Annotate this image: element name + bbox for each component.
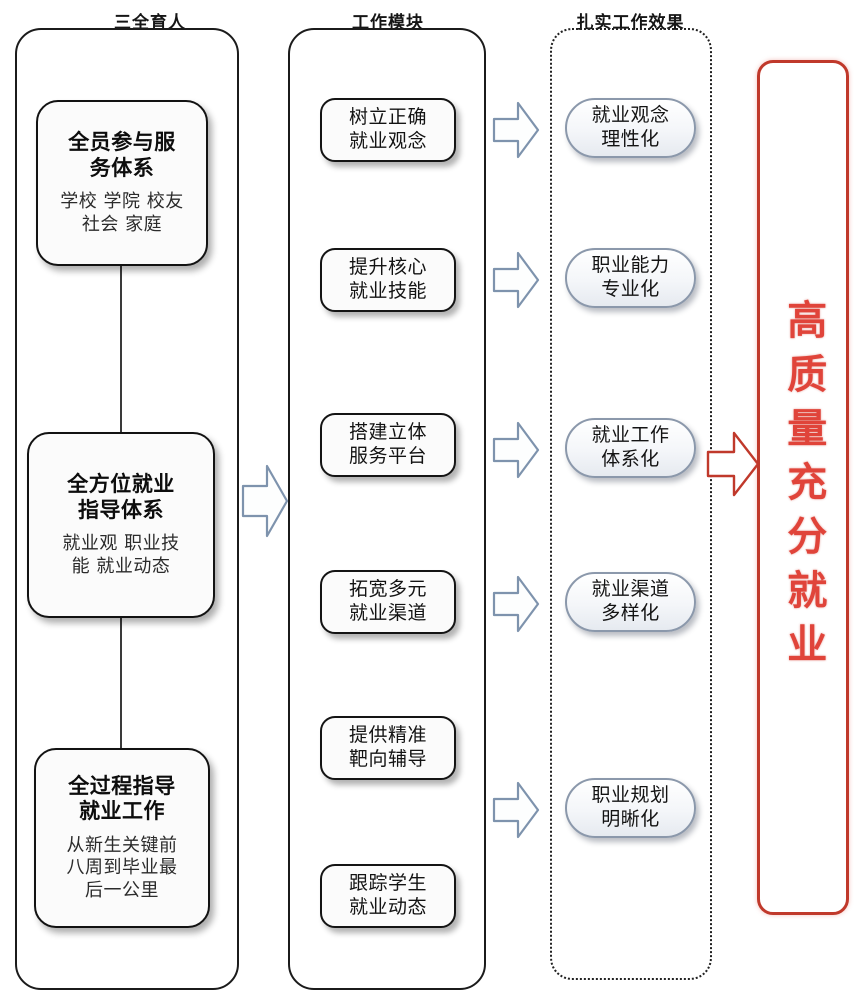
- column-container-effects: [550, 28, 712, 980]
- arrow-module-5-to-effect-5-icon: [492, 781, 540, 839]
- effect-pill-1-text: 就业观念 理性化: [591, 104, 669, 152]
- module-box-4-line-1: 拓宽多元: [348, 578, 427, 601]
- effect-pill-3-line-2: 体系化: [601, 448, 660, 470]
- effect-pill-3-line-1: 就业工作: [591, 424, 670, 447]
- system-card-3-title: 全过程指导 就业工作: [68, 774, 176, 825]
- connector-system-1-2: [120, 263, 122, 433]
- module-box-3-line-2: 服务平台: [348, 445, 427, 467]
- module-box-5-text: 提供精准 靶向辅导: [349, 724, 427, 772]
- effect-pill-4[interactable]: 就业渠道 多样化: [565, 572, 696, 632]
- system-card-2-title-line-1: 全方位就业: [67, 471, 175, 496]
- effect-pill-1-line-2: 理性化: [601, 128, 660, 150]
- system-card-2-title-line-2: 指导体系: [78, 497, 164, 522]
- effect-pill-5-line-2: 明晰化: [601, 808, 660, 830]
- module-box-2-line-1: 提升核心: [348, 256, 427, 279]
- arrow-systems-to-modules-icon: [241, 464, 289, 538]
- effect-pill-5-text: 职业规划 明晰化: [591, 784, 669, 832]
- effect-pill-2-line-2: 专业化: [601, 278, 660, 300]
- module-box-5-line-1: 提供精准: [348, 724, 427, 747]
- goal-panel[interactable]: 高质量充分就业: [757, 60, 849, 915]
- system-card-2-subtitle: 就业观 职业技 能 就业动态: [62, 533, 179, 578]
- effect-pill-2-text: 职业能力 专业化: [591, 254, 669, 302]
- system-card-3-sub-line-3: 后一公里: [85, 879, 159, 901]
- arrow-effects-to-goal-icon: [706, 431, 760, 497]
- arrow-module-4-to-effect-4-icon: [492, 575, 540, 633]
- effect-pill-4-text: 就业渠道 多样化: [591, 578, 669, 626]
- system-card-1-subtitle: 学校 学院 校友 社会 家庭: [60, 191, 183, 236]
- module-box-6-line-2: 就业动态: [348, 896, 427, 918]
- arrow-module-3-to-effect-3-icon: [492, 421, 540, 479]
- module-box-4-text: 拓宽多元 就业渠道: [349, 578, 427, 626]
- system-card-1-title-line-1: 全员参与服: [68, 129, 176, 154]
- module-box-2-line-2: 就业技能: [348, 280, 427, 302]
- module-box-2-text: 提升核心 就业技能: [349, 256, 427, 304]
- effect-pill-2-line-1: 职业能力: [591, 254, 670, 277]
- system-card-1[interactable]: 全员参与服 务体系 学校 学院 校友 社会 家庭: [36, 100, 208, 266]
- system-card-1-title: 全员参与服 务体系: [68, 130, 176, 181]
- arrow-module-1-to-effect-1-icon: [492, 101, 540, 159]
- effect-pill-2[interactable]: 职业能力 专业化: [565, 248, 696, 308]
- column-container-modules: [288, 28, 486, 990]
- module-box-6-line-1: 跟踪学生: [348, 872, 427, 895]
- effect-pill-1[interactable]: 就业观念 理性化: [565, 98, 696, 158]
- system-card-1-title-line-2: 务体系: [89, 155, 155, 180]
- module-box-4-line-2: 就业渠道: [348, 602, 427, 624]
- connector-system-2-3: [120, 618, 122, 748]
- effect-pill-1-line-1: 就业观念: [591, 104, 670, 127]
- module-box-3-text: 搭建立体 服务平台: [349, 421, 427, 469]
- module-box-2[interactable]: 提升核心 就业技能: [320, 248, 456, 312]
- module-box-1[interactable]: 树立正确 就业观念: [320, 98, 456, 162]
- module-box-1-line-2: 就业观念: [348, 130, 427, 152]
- system-card-2-sub-line-1: 就业观 职业技: [62, 533, 180, 555]
- module-box-3-line-1: 搭建立体: [348, 421, 427, 444]
- effect-pill-5-line-1: 职业规划: [591, 784, 670, 807]
- effect-pill-3-text: 就业工作 体系化: [591, 424, 669, 472]
- system-card-2[interactable]: 全方位就业 指导体系 就业观 职业技 能 就业动态: [27, 432, 215, 618]
- arrow-module-2-to-effect-2-icon: [492, 251, 540, 309]
- system-card-3-subtitle: 从新生关键前 八周到毕业最 后一公里: [67, 835, 178, 903]
- module-box-3[interactable]: 搭建立体 服务平台: [320, 413, 456, 477]
- effect-pill-3[interactable]: 就业工作 体系化: [565, 418, 696, 478]
- system-card-3-sub-line-2: 八周到毕业最: [66, 857, 178, 879]
- effect-pill-4-line-2: 多样化: [601, 602, 660, 624]
- module-box-1-line-1: 树立正确: [348, 106, 427, 129]
- system-card-3[interactable]: 全过程指导 就业工作 从新生关键前 八周到毕业最 后一公里: [34, 748, 210, 928]
- module-box-5-line-2: 靶向辅导: [348, 748, 427, 770]
- system-card-3-title-line-1: 全过程指导: [68, 773, 176, 798]
- module-box-1-text: 树立正确 就业观念: [349, 106, 427, 154]
- module-box-6[interactable]: 跟踪学生 就业动态: [320, 864, 456, 928]
- effect-pill-4-line-1: 就业渠道: [591, 578, 670, 601]
- goal-panel-text: 高质量充分就业: [780, 298, 827, 677]
- module-box-6-text: 跟踪学生 就业动态: [349, 872, 427, 920]
- effect-pill-5[interactable]: 职业规划 明晰化: [565, 778, 696, 838]
- system-card-3-title-line-2: 就业工作: [79, 799, 165, 824]
- system-card-1-sub-line-2: 社会 家庭: [81, 213, 163, 235]
- column-container-systems: [15, 28, 239, 990]
- system-card-1-sub-line-1: 学校 学院 校友: [60, 191, 184, 213]
- system-card-2-title: 全方位就业 指导体系: [67, 472, 175, 523]
- module-box-5[interactable]: 提供精准 靶向辅导: [320, 716, 456, 780]
- system-card-2-sub-line-2: 能 就业动态: [71, 555, 171, 577]
- module-box-4[interactable]: 拓宽多元 就业渠道: [320, 570, 456, 634]
- system-card-3-sub-line-1: 从新生关键前: [66, 834, 178, 856]
